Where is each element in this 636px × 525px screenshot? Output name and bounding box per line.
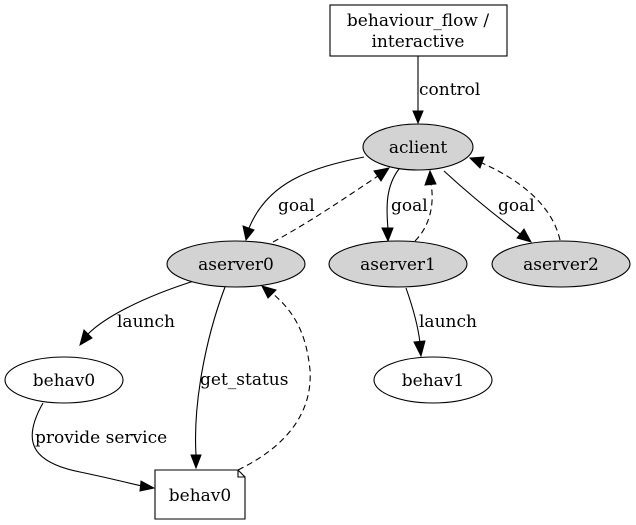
node-aserver0: aserver0 — [166, 240, 306, 288]
edge-get-status-arrowhead — [190, 454, 202, 470]
edge-label-launch-behav1: launch — [419, 312, 477, 332]
edge-goal-aserver1 — [386, 168, 400, 230]
edge-label-get-status: get_status — [200, 370, 288, 390]
aserver0-ellipse — [166, 240, 306, 288]
edge-feedback-aserver2-arrowhead — [468, 156, 485, 169]
edge-launch-behav0-arrowhead — [79, 329, 93, 347]
edges — [31, 56, 561, 492]
edge-provide-service-arrowhead — [139, 480, 156, 492]
edge-feedback-aserver1 — [414, 183, 433, 242]
node-aclient: aclient — [362, 123, 474, 171]
edge-goal-aserver0 — [248, 156, 365, 229]
behav0-note-label: behav0 — [169, 486, 231, 506]
edge-feedback-aserver0-arrowhead — [373, 167, 391, 182]
aserver1-ellipse — [328, 240, 468, 288]
aserver2-label: aserver2 — [523, 255, 599, 275]
edge-goal-aserver1-arrowhead — [381, 227, 394, 243]
node-behav1: behav1 — [373, 356, 493, 404]
behaviour-flow-box — [329, 4, 508, 57]
behav0-process-label: behav0 — [33, 371, 95, 391]
edge-launch-behav1 — [405, 287, 421, 344]
behaviour-flow-label-line2: interactive — [372, 32, 465, 52]
edge-goal-aserver0-arrowhead — [242, 225, 255, 242]
aserver1-label: aserver1 — [360, 255, 436, 275]
edge-launch-behav1-arrowhead — [413, 340, 426, 358]
edge-provide-service — [31, 402, 143, 487]
behav1-label: behav1 — [402, 371, 464, 391]
edge-feedback-aserver1-arrowhead — [424, 169, 437, 186]
aclient-label: aclient — [389, 138, 448, 158]
edge-feedback-aserver2 — [481, 162, 561, 241]
aserver2-ellipse — [491, 240, 631, 288]
node-behav0-note: behav0 — [154, 469, 246, 520]
node-aserver1: aserver1 — [328, 240, 468, 288]
edge-feedback-aserver0 — [272, 175, 379, 243]
behav1-ellipse — [373, 356, 493, 404]
node-behav0-process: behav0 — [4, 356, 124, 404]
edge-control-arrowhead — [412, 110, 424, 125]
edge-label-goal-aserver1: goal — [391, 196, 428, 216]
edge-goal-aserver2-arrowhead — [516, 228, 533, 243]
edge-label-launch-behav0: launch — [117, 312, 175, 332]
behav0-process-ellipse — [4, 356, 124, 404]
edge-label-provide-service: provide service — [35, 428, 167, 448]
edge-label-goal-aserver2: goal — [498, 196, 535, 216]
edge-get-status — [195, 286, 226, 456]
edge-goal-aserver2 — [443, 170, 521, 235]
behaviour-flow-label-line1: behaviour_flow / — [347, 11, 489, 31]
edge-labels: control goal goal goal launch get_status… — [35, 80, 535, 448]
aserver0-label: aserver0 — [198, 255, 274, 275]
edge-label-control: control — [419, 80, 480, 100]
node-behaviour-flow: behaviour_flow / interactive — [329, 4, 508, 57]
edge-status-return — [237, 292, 311, 471]
edge-launch-behav0 — [87, 279, 198, 335]
behav0-note-shape — [154, 469, 246, 520]
edge-label-goal-aserver0: goal — [278, 196, 315, 216]
aclient-ellipse — [362, 123, 474, 171]
behav0-note-fold — [237, 470, 245, 478]
edge-status-return-arrowhead — [261, 285, 277, 299]
node-aserver2: aserver2 — [491, 240, 631, 288]
